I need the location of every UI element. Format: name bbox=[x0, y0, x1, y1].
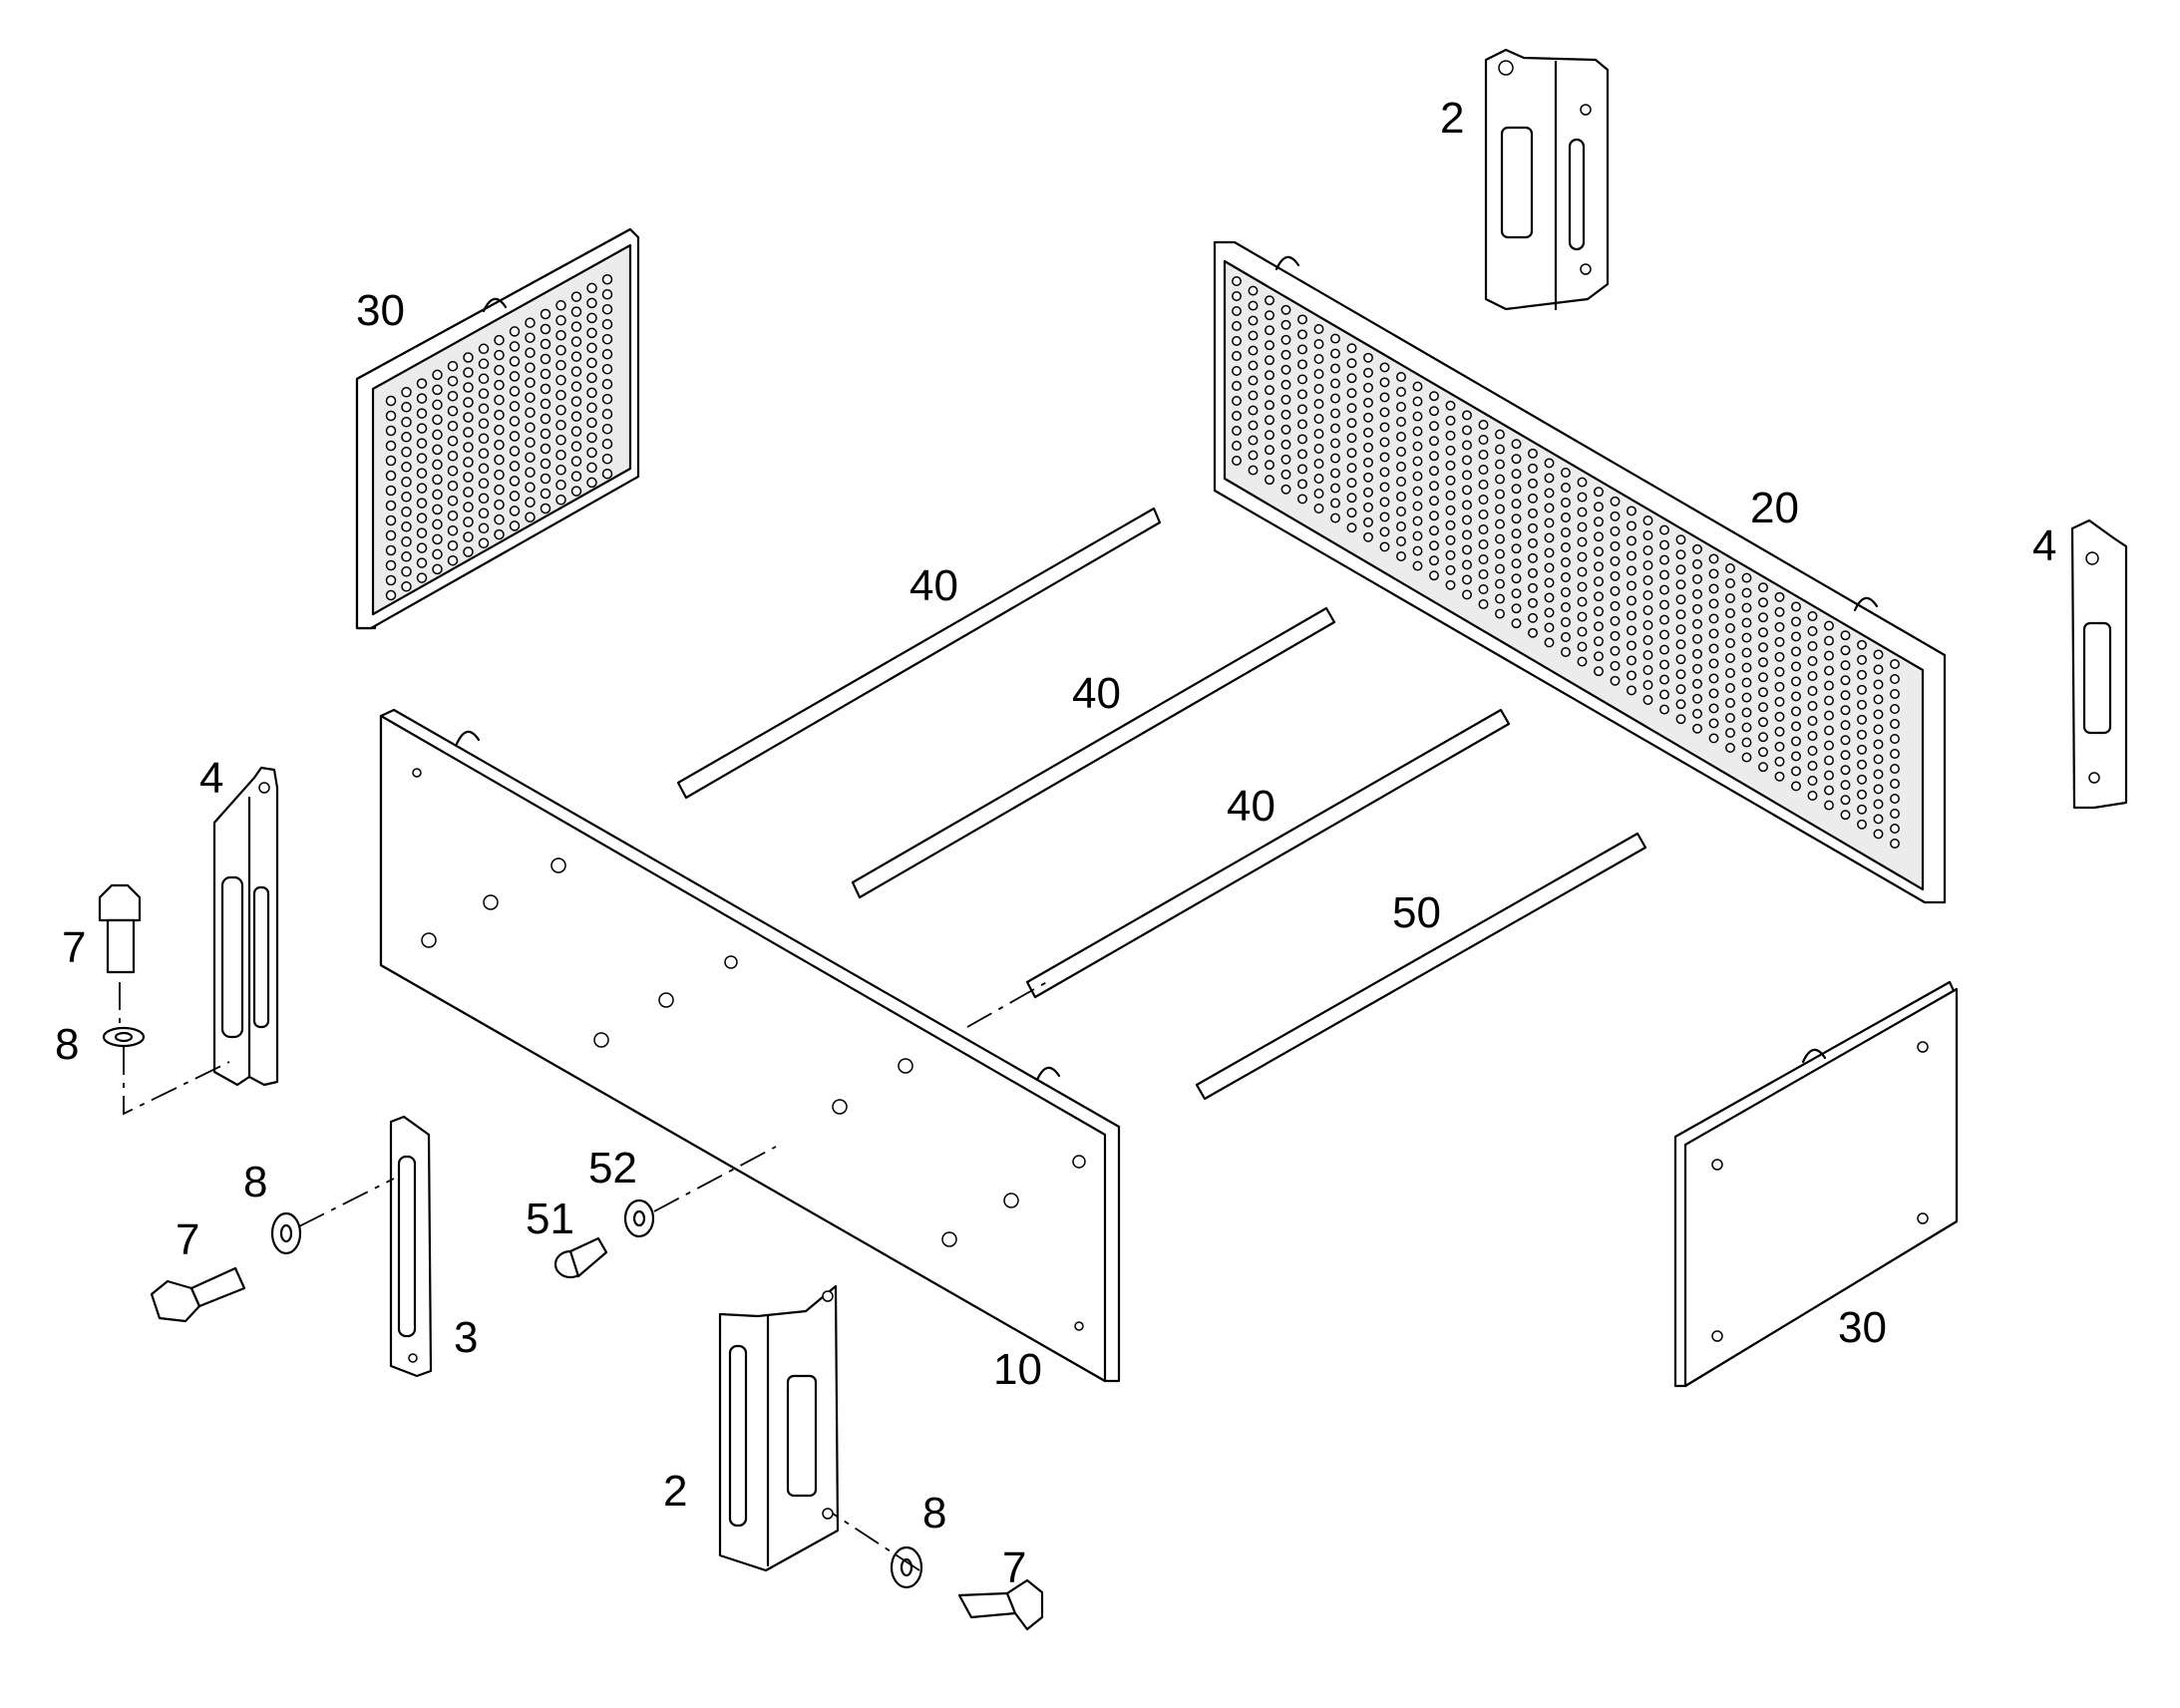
lifting-lug bbox=[1801, 1048, 1827, 1064]
callout-7-mid: 7 bbox=[176, 1215, 199, 1264]
perforation-pattern bbox=[1232, 276, 1900, 849]
callout-10: 10 bbox=[993, 1345, 1042, 1394]
callout-2-top: 2 bbox=[1440, 94, 1464, 143]
bracket-4-left bbox=[212, 766, 279, 1087]
callout-30-upper: 30 bbox=[356, 286, 405, 335]
callout-30-lower: 30 bbox=[1838, 1303, 1887, 1352]
callout-52: 52 bbox=[588, 1144, 637, 1193]
slat-40-b bbox=[851, 606, 1336, 899]
washer-8-upper bbox=[102, 1026, 146, 1048]
bolt-7-upper bbox=[98, 883, 142, 974]
bracket-3 bbox=[389, 1115, 433, 1378]
callout-50: 50 bbox=[1392, 888, 1441, 937]
angle-bracket-2-upper bbox=[1484, 48, 1610, 311]
lifting-lug bbox=[455, 730, 481, 746]
callout-8-bottom: 8 bbox=[922, 1489, 946, 1537]
callout-40-c: 40 bbox=[1227, 782, 1275, 831]
lifting-lug bbox=[482, 297, 508, 313]
lifting-lug bbox=[1035, 1066, 1061, 1082]
bolt-7-bottom bbox=[957, 1578, 1044, 1631]
lifting-lug bbox=[1274, 255, 1300, 271]
callout-4-right: 4 bbox=[2032, 521, 2056, 570]
angle-bracket-2-lower bbox=[718, 1284, 840, 1572]
callout-8-upper: 8 bbox=[55, 1020, 79, 1069]
callout-3: 3 bbox=[454, 1313, 478, 1362]
callout-2-bottom: 2 bbox=[663, 1467, 687, 1516]
screw-51 bbox=[553, 1236, 608, 1279]
callout-40-a: 40 bbox=[909, 561, 958, 610]
callout-51: 51 bbox=[526, 1195, 574, 1243]
washer-52 bbox=[623, 1198, 655, 1238]
bracket-4-right bbox=[2070, 518, 2128, 810]
perforated-side-panel-30-upper bbox=[355, 227, 640, 630]
front-panel-10 bbox=[379, 708, 1121, 1383]
callout-20: 20 bbox=[1750, 484, 1799, 532]
washer-8-bottom bbox=[890, 1545, 923, 1589]
callout-7-upper: 7 bbox=[62, 923, 86, 972]
bolt-7-mid bbox=[150, 1266, 246, 1323]
slat-50 bbox=[1195, 832, 1647, 1101]
washer-8-mid bbox=[270, 1211, 302, 1255]
callout-7-bottom: 7 bbox=[1002, 1543, 1026, 1592]
side-panel-30-lower bbox=[1673, 980, 1959, 1388]
assembly-lines bbox=[119, 978, 1053, 1571]
perforation-pattern bbox=[385, 273, 613, 601]
slat-40-a bbox=[676, 507, 1162, 800]
callout-8-mid: 8 bbox=[243, 1158, 267, 1206]
callout-4-left: 4 bbox=[199, 754, 223, 803]
slat-40-c bbox=[1025, 708, 1511, 999]
lifting-lug bbox=[1853, 596, 1879, 612]
perforated-back-panel-20 bbox=[1213, 240, 1947, 904]
callout-40-b: 40 bbox=[1072, 669, 1121, 718]
callout-labels: 2 30 20 4 40 40 40 50 4 7 8 8 7 3 52 51 … bbox=[55, 94, 2056, 1592]
